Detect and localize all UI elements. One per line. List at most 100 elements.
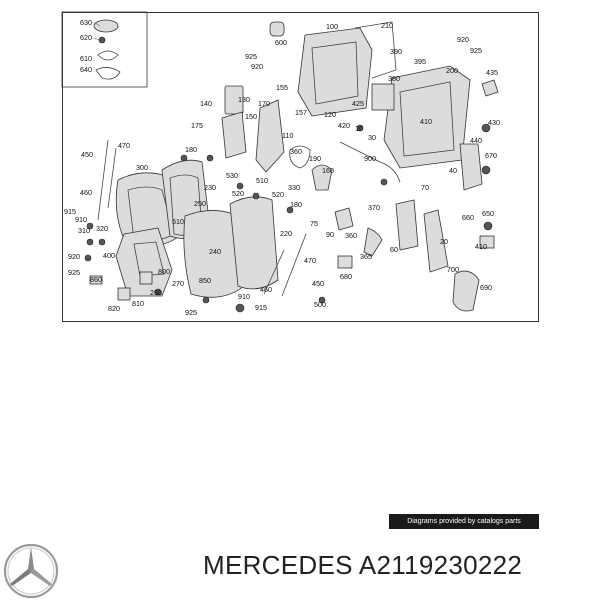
part-label-300: 300: [136, 163, 148, 172]
part-label-610: 610: [80, 54, 92, 63]
mercedes-star-icon: [3, 543, 59, 599]
part-label-155: 155: [276, 83, 288, 92]
part-label-180: 180: [185, 145, 197, 154]
side-components: [221, 85, 495, 312]
part-label-470: 470: [118, 141, 130, 150]
part-label-400: 400: [103, 251, 115, 260]
part-label-150: 150: [245, 112, 257, 121]
part-label-410: 410: [475, 242, 487, 251]
part-label-470: 470: [304, 256, 316, 265]
part-label-220: 220: [280, 229, 292, 238]
part-label-690: 690: [480, 283, 492, 292]
part-label-680: 680: [340, 272, 352, 281]
part-label-460: 460: [260, 285, 272, 294]
part-label-915: 915: [64, 207, 76, 216]
part-label-360: 360: [290, 147, 302, 156]
part-label-630: 630: [80, 18, 92, 27]
part-label-900: 900: [364, 154, 376, 163]
part-label-370: 370: [368, 203, 380, 212]
part-label-10: 10: [355, 124, 363, 133]
part-label-435: 435: [486, 68, 498, 77]
part-label-920: 920: [251, 62, 263, 71]
part-label-510: 510: [172, 217, 184, 226]
part-label-650: 650: [482, 209, 494, 218]
part-label-915: 915: [255, 303, 267, 312]
diagram-credit-banner: Diagrams provided by catalogs parts: [389, 514, 539, 529]
part-label-920: 920: [457, 35, 469, 44]
part-label-420: 420: [338, 121, 350, 130]
part-label-310: 310: [78, 226, 90, 235]
part-label-40: 40: [449, 166, 457, 175]
part-label-520: 520: [272, 190, 284, 199]
part-label-450: 450: [312, 279, 324, 288]
part-title: MERCEDES A2119230222: [203, 550, 523, 580]
part-label-860: 860: [90, 275, 102, 284]
inset-box: [61, 11, 148, 88]
part-label-600: 600: [275, 38, 287, 47]
part-label-800: 800: [158, 267, 170, 276]
part-label-820: 820: [108, 304, 120, 313]
part-label-120: 120: [324, 110, 336, 119]
part-label-90: 90: [326, 230, 334, 239]
part-label-925: 925: [470, 46, 482, 55]
part-label-520: 520: [232, 189, 244, 198]
part-label-170: 170: [258, 99, 270, 108]
part-label-210: 210: [381, 21, 393, 30]
part-label-360: 360: [345, 231, 357, 240]
part-label-200: 200: [446, 66, 458, 75]
part-label-240: 240: [209, 247, 221, 256]
part-label-20: 20: [440, 237, 448, 246]
part-label-250: 250: [194, 199, 206, 208]
part-label-130: 130: [238, 95, 250, 104]
part-label-270: 270: [172, 279, 184, 288]
part-label-75: 75: [310, 219, 318, 228]
part-label-260: 260: [150, 288, 162, 297]
part-label-175: 175: [191, 121, 203, 130]
seat-cushions: [97, 139, 307, 298]
part-label-925: 925: [68, 268, 80, 277]
part-label-510: 510: [256, 176, 268, 185]
part-label-430: 430: [488, 118, 500, 127]
part-label-110: 110: [282, 131, 293, 140]
part-label-460: 460: [80, 188, 92, 197]
part-label-330: 330: [288, 183, 300, 192]
part-label-670: 670: [485, 151, 497, 160]
part-label-910: 910: [75, 215, 87, 224]
part-label-60: 60: [390, 245, 398, 254]
part-label-500: 500: [314, 300, 326, 309]
part-label-140: 140: [200, 99, 212, 108]
part-label-660: 660: [462, 213, 474, 222]
part-label-160: 160: [322, 166, 334, 175]
part-label-230: 230: [204, 183, 216, 192]
part-label-920: 920: [68, 252, 80, 261]
part-label-395: 395: [414, 57, 426, 66]
inset-parts: [93, 19, 121, 80]
part-label-390: 390: [390, 47, 402, 56]
part-label-440: 440: [470, 136, 482, 145]
part-label-925: 925: [245, 52, 257, 61]
part-label-850: 850: [199, 276, 211, 285]
part-label-180: 180: [290, 200, 302, 209]
part-label-365: 365: [360, 252, 372, 261]
seat-back-frame: [269, 21, 499, 183]
part-label-410: 410: [420, 117, 432, 126]
part-label-640: 640: [80, 65, 92, 74]
part-label-530: 530: [226, 171, 238, 180]
part-label-810: 810: [132, 299, 144, 308]
part-label-320: 320: [96, 224, 108, 233]
part-label-380: 380: [388, 74, 400, 83]
part-label-700: 700: [447, 265, 459, 274]
part-label-157: 157: [295, 108, 307, 117]
part-label-910: 910: [238, 292, 250, 301]
part-label-620: 620: [80, 33, 92, 42]
part-label-100: 100: [326, 22, 338, 31]
part-label-425: 425: [352, 99, 364, 108]
part-label-70: 70: [421, 183, 429, 192]
part-label-450: 450: [81, 150, 93, 159]
part-label-190: 190: [309, 154, 321, 163]
hardware: [84, 124, 388, 313]
part-label-925: 925: [185, 308, 197, 317]
